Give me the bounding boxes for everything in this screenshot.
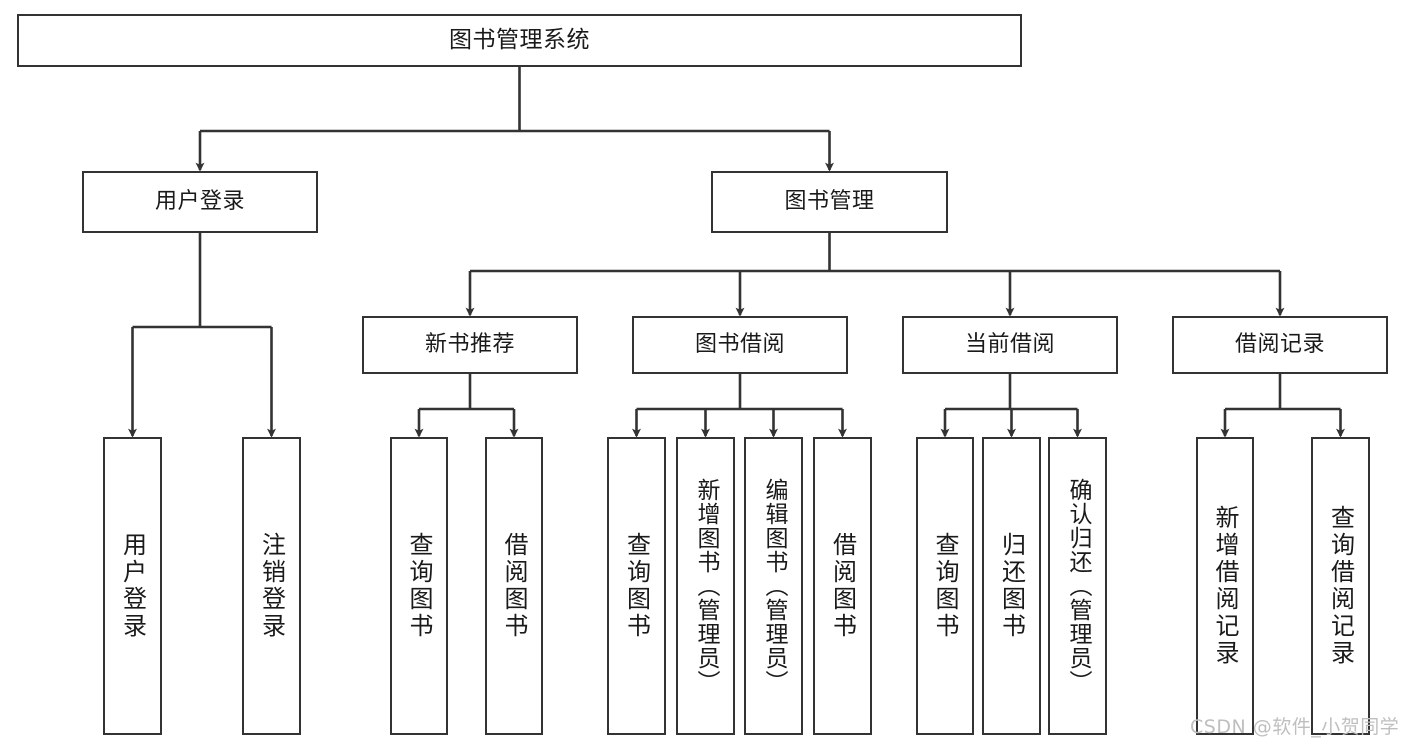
node-leaf-query-book-3-label: 查询图书 — [931, 532, 959, 640]
node-leaf-query-book-3[interactable]: 查询图书 — [916, 437, 974, 735]
node-leaf-confirm-return-label: 确认归还（管理员） — [1065, 478, 1091, 694]
node-book-borrow[interactable]: 图书借阅 — [632, 316, 848, 374]
node-leaf-query-record[interactable]: 查询借阅记录 — [1311, 437, 1370, 735]
node-leaf-query-book-1[interactable]: 查询图书 — [390, 437, 448, 735]
node-leaf-borrow-book-1-label: 借阅图书 — [500, 532, 528, 640]
node-leaf-return-book[interactable]: 归还图书 — [982, 437, 1041, 735]
node-borrow-record[interactable]: 借阅记录 — [1172, 316, 1388, 374]
node-book-borrow-label: 图书借阅 — [694, 332, 785, 358]
node-borrow-record-label: 借阅记录 — [1234, 332, 1325, 358]
node-leaf-logout[interactable]: 注销登录 — [242, 437, 301, 735]
node-user-login-label: 用户登录 — [154, 189, 245, 215]
node-leaf-add-record-label: 新增借阅记录 — [1211, 505, 1239, 667]
node-leaf-query-book-1-label: 查询图书 — [405, 532, 433, 640]
node-new-book-recommend[interactable]: 新书推荐 — [362, 316, 578, 374]
node-leaf-borrow-book-2[interactable]: 借阅图书 — [813, 437, 872, 735]
node-book-manage-label: 图书管理 — [784, 189, 875, 215]
node-leaf-query-book-2-label: 查询图书 — [622, 532, 651, 640]
node-new-book-recommend-label: 新书推荐 — [424, 332, 515, 358]
node-root[interactable]: 图书管理系统 — [17, 14, 1022, 67]
node-user-login[interactable]: 用户登录 — [82, 171, 318, 233]
node-leaf-edit-book-label: 编辑图书（管理员） — [761, 478, 787, 694]
node-leaf-user-login[interactable]: 用户登录 — [103, 437, 162, 735]
node-book-manage[interactable]: 图书管理 — [711, 171, 948, 233]
node-leaf-borrow-book-2-label: 借阅图书 — [828, 532, 857, 640]
node-leaf-confirm-return[interactable]: 确认归还（管理员） — [1048, 437, 1107, 735]
node-leaf-edit-book[interactable]: 编辑图书（管理员） — [744, 437, 803, 735]
node-leaf-add-record[interactable]: 新增借阅记录 — [1196, 437, 1254, 735]
node-leaf-add-book-label: 新增图书（管理员） — [693, 478, 719, 694]
node-leaf-query-book-2[interactable]: 查询图书 — [607, 437, 666, 735]
node-leaf-add-book[interactable]: 新增图书（管理员） — [676, 437, 735, 735]
node-leaf-return-book-label: 归还图书 — [997, 532, 1026, 640]
node-current-borrow[interactable]: 当前借阅 — [902, 316, 1118, 374]
node-current-borrow-label: 当前借阅 — [964, 332, 1055, 358]
node-leaf-user-login-label: 用户登录 — [118, 532, 147, 640]
node-leaf-borrow-book-1[interactable]: 借阅图书 — [485, 437, 543, 735]
node-root-label: 图书管理系统 — [449, 26, 590, 53]
node-leaf-logout-label: 注销登录 — [257, 532, 286, 640]
node-leaf-query-record-label: 查询借阅记录 — [1326, 505, 1355, 667]
